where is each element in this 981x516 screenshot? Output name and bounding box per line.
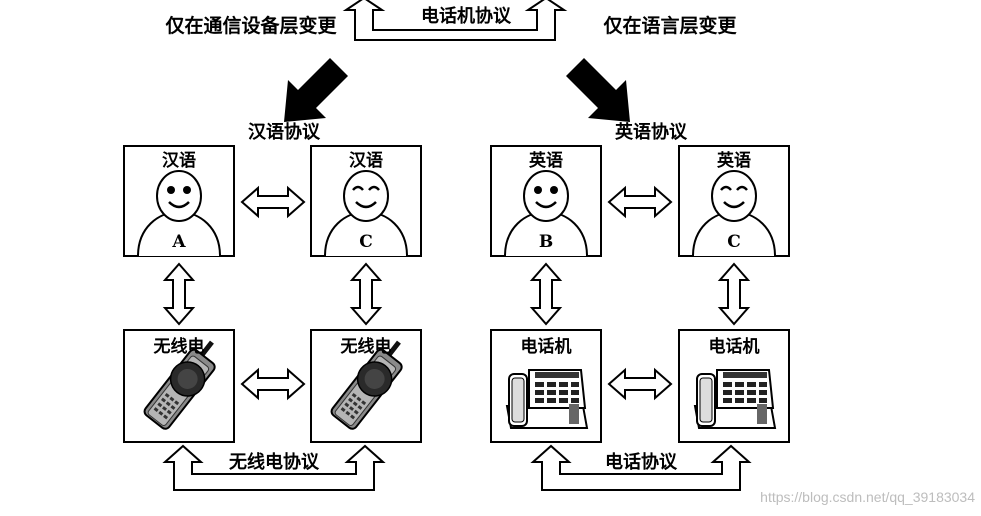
radio-a-box: 无线电 (123, 329, 235, 443)
desk-phone-icon (694, 369, 776, 429)
person-c-right-box: 英语 C (678, 145, 790, 257)
double-arrow-icon (719, 263, 749, 325)
phone-c-box: 电话机 (678, 329, 790, 443)
person-b-letter: B (539, 232, 553, 252)
person-icon (534, 186, 558, 209)
top-protocol-label: 电话机协议 (421, 5, 512, 27)
person-c-right-language: 英语 (717, 150, 751, 171)
person-c-left-box: 汉语 C (310, 145, 422, 257)
radio-protocol-label: 无线电协议 (229, 451, 320, 473)
double-arrow-icon (241, 187, 305, 217)
person-b-language: 英语 (529, 150, 563, 171)
person-a-language: 汉语 (162, 151, 196, 171)
right-change-note: 仅在语言层变更 (602, 14, 737, 37)
person-a-letter: A (171, 232, 186, 252)
person-c-right-letter: C (727, 232, 741, 252)
radio-a-label: 无线电 (153, 336, 205, 357)
desk-phone-icon (506, 369, 588, 429)
phone-b-label: 电话机 (521, 336, 572, 357)
phone-c-label: 电话机 (709, 336, 760, 357)
double-arrow-icon (164, 263, 194, 325)
double-arrow-icon (608, 369, 672, 399)
radio-c-label: 无线电 (340, 336, 392, 357)
diagonal-arrow-icon (566, 58, 630, 122)
person-icon (167, 186, 191, 209)
diagonal-arrow-icon (284, 58, 348, 122)
left-change-note: 仅在通信设备层变更 (164, 14, 337, 37)
phone-protocol-label: 电话协议 (605, 451, 678, 473)
radio-c-box: 无线电 (310, 329, 422, 443)
double-arrow-icon (531, 263, 561, 325)
person-c-left-letter: C (359, 232, 373, 252)
watermark: https://blog.csdn.net/qq_39183034 (760, 489, 975, 505)
person-icon (352, 185, 380, 209)
person-icon (720, 185, 748, 209)
double-arrow-icon (351, 263, 381, 325)
right-language-protocol-label: 英语协议 (614, 121, 688, 143)
bottom-right-protocol-bracket (530, 444, 752, 491)
phone-b-box: 电话机 (490, 329, 602, 443)
left-language-protocol-label: 汉语协议 (248, 121, 321, 143)
double-arrow-icon (608, 187, 672, 217)
person-c-left-language: 汉语 (349, 151, 383, 171)
bottom-left-protocol-bracket (162, 444, 386, 491)
top-protocol-bracket (342, 0, 568, 41)
person-b-box: 英语 B (490, 145, 602, 257)
person-a-box: 汉语 A (123, 145, 235, 257)
double-arrow-icon (241, 369, 305, 399)
